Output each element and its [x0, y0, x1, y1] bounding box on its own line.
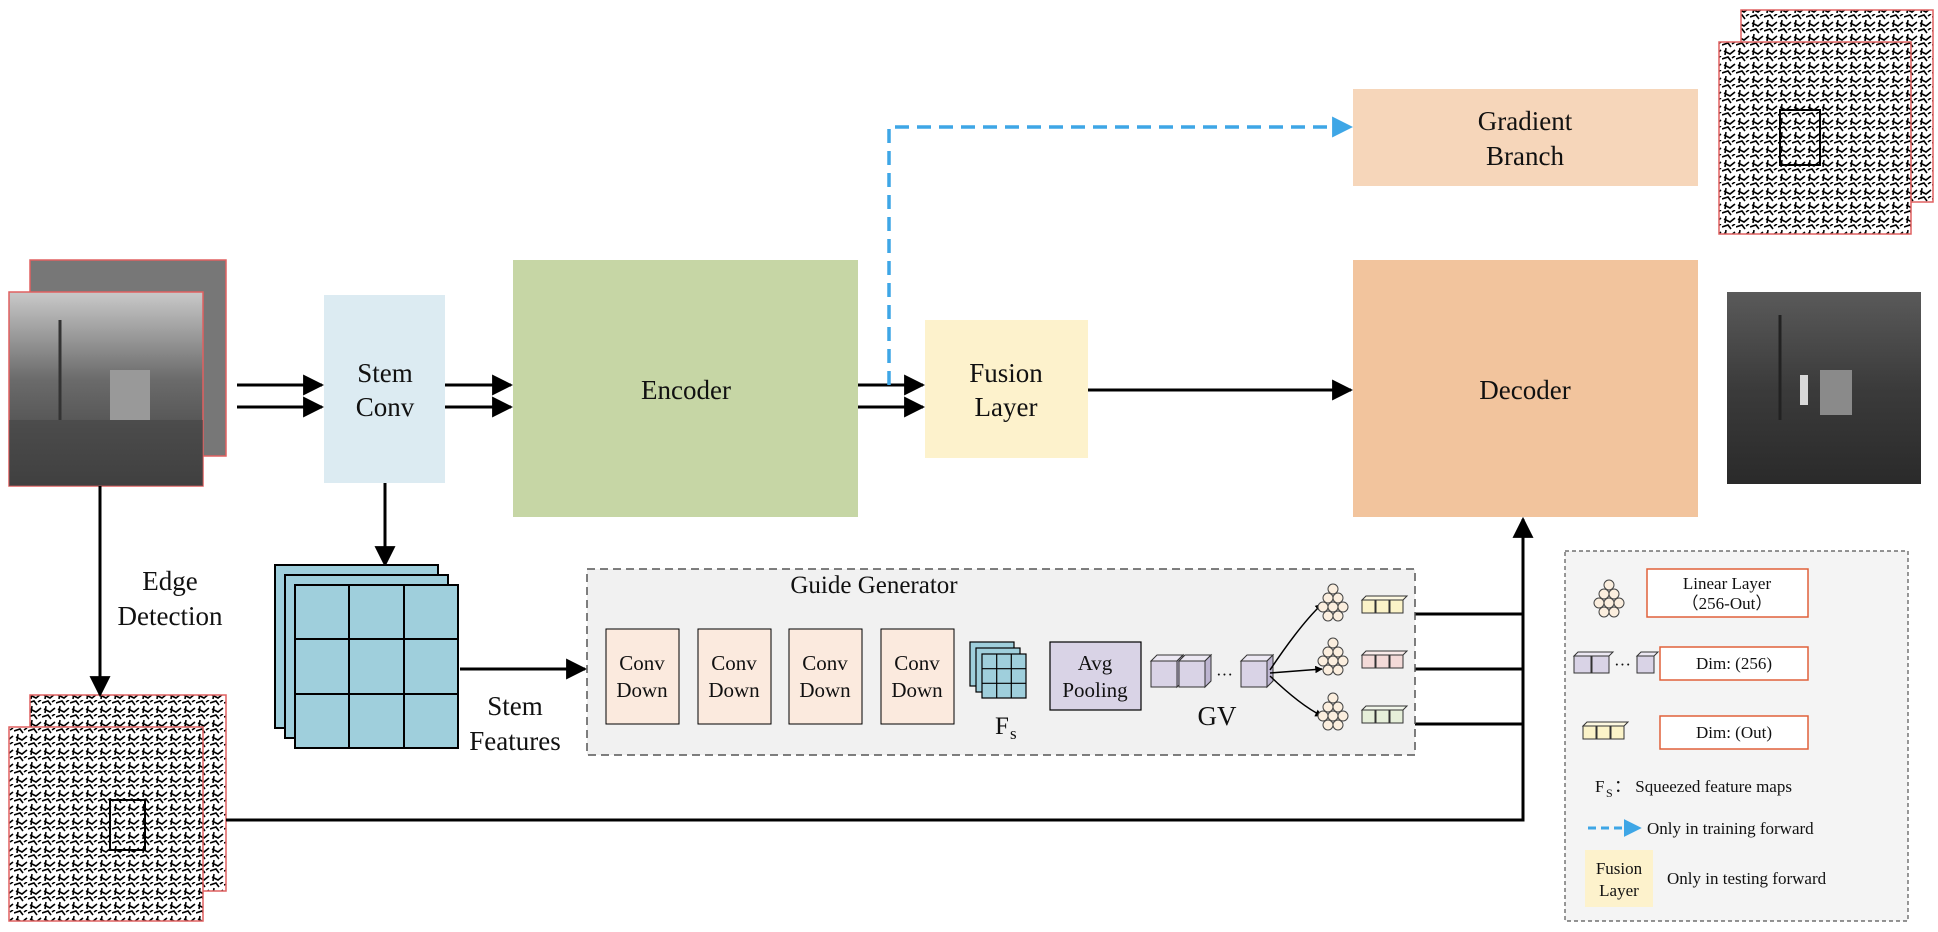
fusion-layer-label-1: Fusion [969, 358, 1043, 388]
avg-pooling-label-2: Pooling [1062, 678, 1128, 702]
fusion-layer-block: Fusion Layer [925, 320, 1088, 458]
legend-ellipsis: ··· [1614, 655, 1631, 674]
legend-dim-out-box [1659, 715, 1809, 750]
gv-label: GV [1198, 701, 1237, 731]
legend-dim-out-label: Dim: (Out) [1696, 723, 1772, 742]
gradient-branch-label-1: Gradient [1478, 106, 1573, 136]
legend-fs-label: F [1595, 777, 1604, 796]
legend-guide-vector-icon [1581, 721, 1630, 740]
fusion-layer-label-2: Layer [975, 392, 1038, 422]
conv-down-1-label-2: Down [616, 678, 668, 702]
legend-gv-icon [1572, 651, 1660, 674]
guide-generator-title: Guide Generator [790, 572, 958, 599]
linear-head-2 [1317, 637, 1349, 676]
edge-map-image [8, 726, 204, 922]
fused-output-image [1727, 292, 1921, 484]
legend-linear-layer-label-2: （256-Out） [1682, 594, 1773, 613]
gradient-branch-label-2: Branch [1486, 141, 1564, 171]
fs-feature-stack [969, 641, 1027, 699]
encoder-label: Encoder [641, 375, 731, 405]
legend-linear-layer-label-1: Linear Layer [1683, 574, 1772, 593]
encoder-block: Encoder [513, 260, 858, 517]
stem-features-label-1: Stem [487, 691, 543, 721]
conv-down-4-label-2: Down [891, 678, 943, 702]
stem-features-stack [274, 564, 459, 749]
stem-conv-block: Stem Conv [324, 295, 445, 483]
linear-head-1 [1317, 583, 1349, 622]
guide-generator-panel: Guide Generator Conv Down Conv Down Conv… [586, 568, 1416, 756]
conv-down-1-label-1: Conv [619, 651, 665, 675]
main-flow-arrows [89, 374, 1534, 822]
fs-label: F [995, 713, 1009, 740]
linear-head-3 [1317, 692, 1349, 731]
gv-vector [1149, 653, 1275, 689]
legend-fs-desc: ： Squeezed feature maps [1614, 777, 1792, 796]
conv-down-block-1: Conv Down [605, 628, 680, 725]
legend-dim-256-box [1659, 646, 1809, 681]
avg-pooling-block: Avg Pooling [1049, 641, 1142, 711]
edge-map-stack [8, 694, 227, 922]
conv-down-2-label-2: Down [708, 678, 760, 702]
legend-dim-256-label: Dim: (256) [1696, 654, 1772, 673]
gv-to-heads-arrows [1269, 603, 1323, 717]
conv-down-block-4: Conv Down [880, 628, 955, 725]
legend-fs-subscript: S [1606, 786, 1613, 800]
legend-testing-label: Only in testing forward [1667, 869, 1827, 888]
edge-detection-label-2: Detection [118, 601, 223, 631]
legend-panel: Linear Layer （256-Out） ··· Dim: (256) Di… [1564, 550, 1909, 922]
conv-down-3-label-1: Conv [802, 651, 848, 675]
edge-detection-label-1: Edge [142, 566, 197, 596]
gradient-output-stack [1718, 9, 1934, 235]
conv-down-2-label-1: Conv [711, 651, 757, 675]
legend-fusion-label-2: Layer [1599, 881, 1639, 900]
guide-vector-1 [1360, 595, 1409, 614]
stem-features-label-2: Features [469, 726, 560, 756]
decoder-label: Decoder [1479, 375, 1570, 405]
guide-vector-2 [1360, 650, 1409, 669]
legend-linear-layer-box [1646, 568, 1809, 618]
gradient-output-image [1718, 41, 1912, 235]
conv-down-4-label-1: Conv [894, 651, 940, 675]
gv-ellipsis: ··· [1216, 665, 1233, 684]
input-image-stack [8, 259, 227, 487]
legend-training-label: Only in training forward [1647, 819, 1814, 838]
conv-down-3-label-2: Down [799, 678, 851, 702]
gradient-branch-block: Gradient Branch [1353, 89, 1698, 186]
legend-fusion-box [1585, 850, 1653, 907]
legend-linear-layer-icon [1593, 579, 1625, 618]
conv-down-block-2: Conv Down [697, 628, 772, 725]
avg-pooling-label-1: Avg [1078, 651, 1113, 675]
decoder-block: Decoder [1353, 260, 1698, 517]
fs-subscript: s [1010, 724, 1017, 743]
conv-down-block-3: Conv Down [788, 628, 863, 725]
stem-features-grid [295, 585, 458, 748]
legend-fusion-label-1: Fusion [1596, 859, 1643, 878]
stem-conv-label-1: Stem [357, 358, 413, 388]
guide-vector-3 [1360, 705, 1409, 724]
stem-conv-label-2: Conv [356, 392, 415, 422]
